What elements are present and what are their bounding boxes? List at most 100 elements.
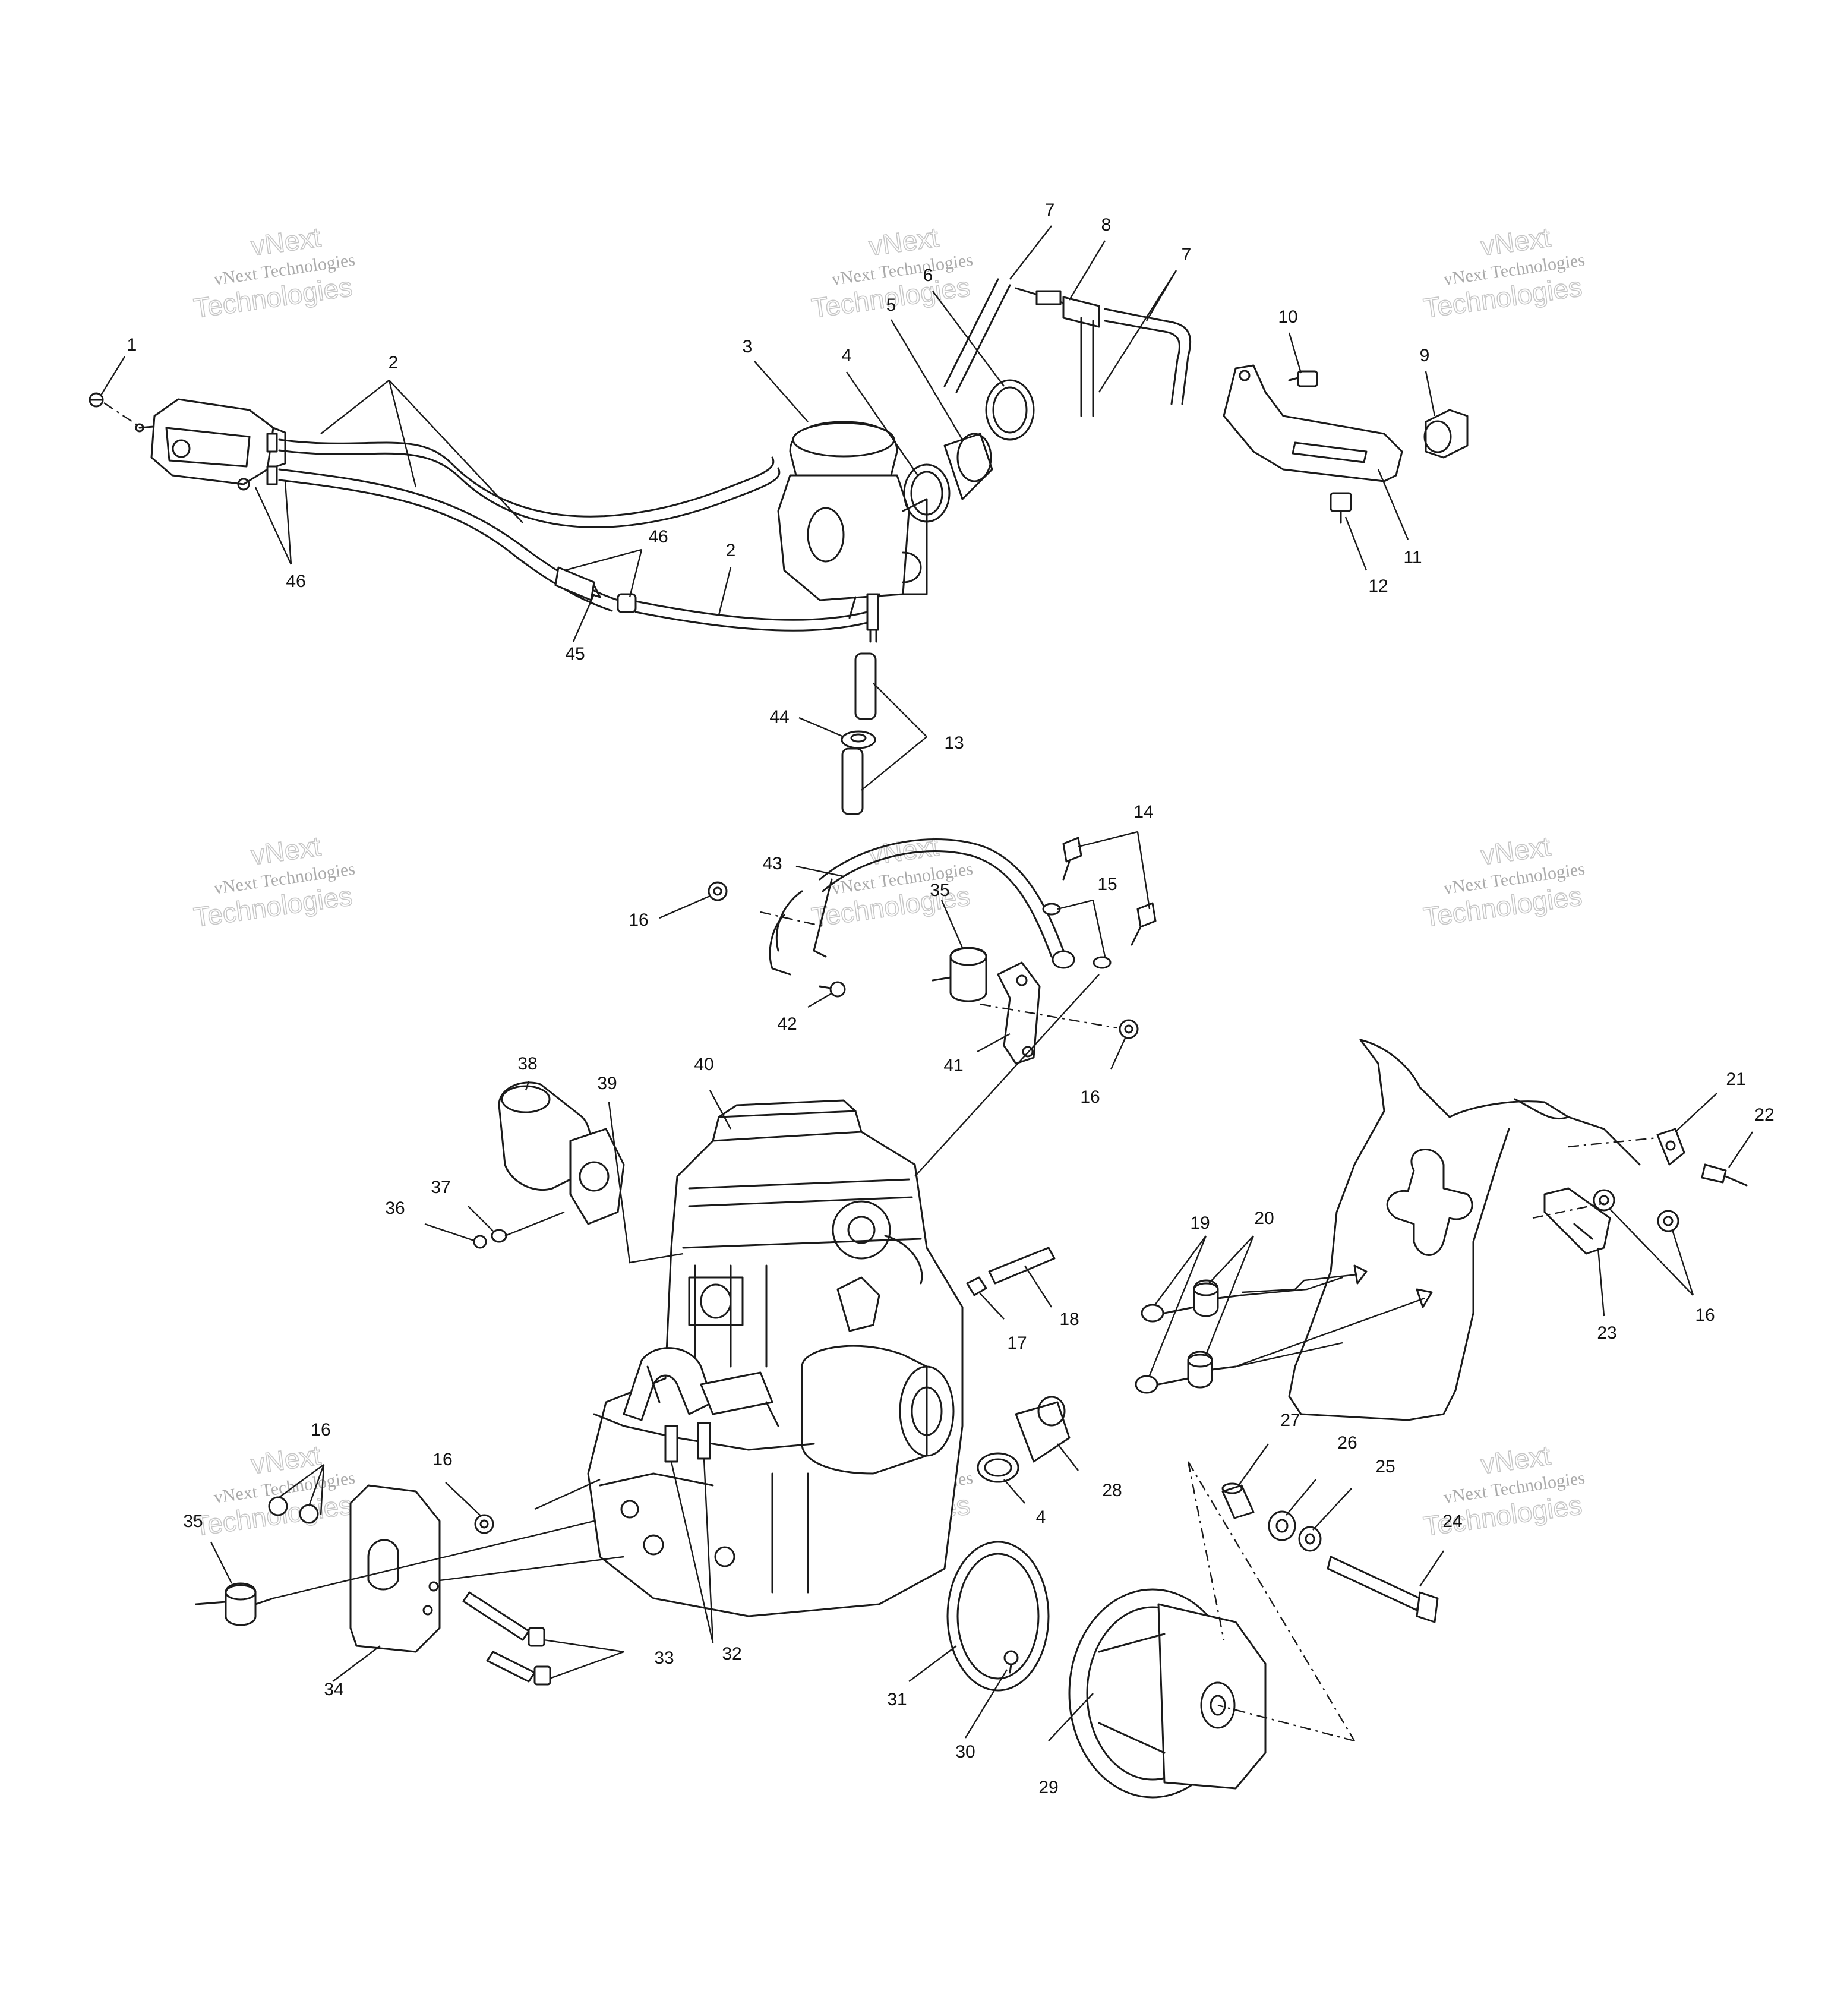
callout-6: 6 bbox=[923, 266, 933, 285]
boot-28 bbox=[1015, 1396, 1071, 1463]
bolts-33 bbox=[462, 1591, 551, 1686]
intake-clamp-4 bbox=[903, 463, 951, 523]
nut-1 bbox=[89, 392, 104, 408]
callout-44: 44 bbox=[769, 707, 789, 727]
callout-24: 24 bbox=[1442, 1512, 1462, 1531]
mounts-19-20 bbox=[1135, 1279, 1243, 1394]
fittings-14 bbox=[1062, 837, 1157, 946]
fuel-pump bbox=[135, 398, 286, 485]
pin-18 bbox=[988, 1247, 1056, 1285]
intake-boot-5 bbox=[943, 433, 993, 500]
callout-3: 3 bbox=[743, 337, 753, 356]
callout-25: 25 bbox=[1375, 1457, 1395, 1476]
bolt-24 bbox=[1327, 1556, 1439, 1623]
callout-21: 21 bbox=[1726, 1069, 1745, 1089]
callout-32: 32 bbox=[722, 1644, 741, 1664]
callout-20: 20 bbox=[1254, 1209, 1274, 1228]
callout-17: 17 bbox=[1007, 1333, 1027, 1353]
callout-45: 45 bbox=[565, 644, 585, 664]
clamp-4-lower bbox=[977, 1452, 1019, 1483]
callout-labels: 1 2 2 3 4 4 5 6 7 7 8 9 10 11 12 13 14 1… bbox=[127, 200, 1775, 1797]
callout-43: 43 bbox=[762, 854, 782, 873]
nut-16-d bbox=[1657, 1210, 1679, 1232]
axis-line-mount-left-2 bbox=[534, 1478, 601, 1510]
nut-17 bbox=[966, 1276, 987, 1296]
callout-16-d: 16 bbox=[432, 1450, 452, 1469]
gasket-39 bbox=[569, 1128, 625, 1225]
callout-37: 37 bbox=[431, 1178, 450, 1197]
clip-21 bbox=[1656, 1128, 1685, 1166]
callout-14: 14 bbox=[1133, 802, 1153, 822]
spark-plug-boots-32 bbox=[646, 1365, 779, 1463]
callout-2-top: 2 bbox=[389, 353, 399, 373]
callout-16-e: 16 bbox=[311, 1420, 330, 1440]
carburetor bbox=[777, 421, 928, 643]
callout-42: 42 bbox=[777, 1014, 797, 1034]
callout-19: 19 bbox=[1190, 1213, 1210, 1233]
grommet-44 bbox=[841, 730, 876, 749]
leader-lines bbox=[100, 225, 1753, 1741]
callout-10: 10 bbox=[1278, 307, 1297, 327]
callout-7-top: 7 bbox=[1045, 200, 1055, 220]
callout-9: 9 bbox=[1420, 346, 1430, 365]
axis-line-frame bbox=[1532, 1137, 1658, 1219]
arrow-line-upper bbox=[1241, 1273, 1358, 1293]
callout-39: 39 bbox=[597, 1074, 617, 1093]
spacer-27 bbox=[1221, 1482, 1255, 1519]
callout-30: 30 bbox=[955, 1742, 975, 1762]
callout-33: 33 bbox=[654, 1648, 674, 1668]
callout-31: 31 bbox=[887, 1690, 907, 1709]
bracket-11 bbox=[1223, 364, 1403, 482]
callout-13: 13 bbox=[944, 733, 964, 753]
callout-8: 8 bbox=[1101, 215, 1112, 235]
callout-35-lower: 35 bbox=[183, 1512, 203, 1531]
arrow-tip-lower bbox=[1416, 1288, 1433, 1308]
callout-4-lower: 4 bbox=[1036, 1507, 1046, 1527]
bushing-9 bbox=[1423, 409, 1469, 459]
axis-line-upper-cable bbox=[760, 911, 1117, 1029]
bracket-23 bbox=[1543, 1187, 1611, 1255]
callout-26: 26 bbox=[1337, 1433, 1357, 1453]
nuts-16-left bbox=[268, 1496, 494, 1534]
hose-13 bbox=[841, 652, 877, 815]
nut-16-a bbox=[708, 881, 728, 901]
callout-7-right: 7 bbox=[1182, 245, 1192, 264]
callout-28: 28 bbox=[1102, 1481, 1122, 1500]
bolt-12 bbox=[1330, 492, 1352, 524]
washer-25 bbox=[1298, 1526, 1322, 1552]
callout-40: 40 bbox=[694, 1055, 713, 1074]
callout-27: 27 bbox=[1280, 1411, 1300, 1430]
axis-line-mounts bbox=[1235, 1276, 1343, 1368]
frame-plate bbox=[1288, 1039, 1641, 1421]
callout-5: 5 bbox=[886, 295, 896, 315]
fuel-hoses bbox=[237, 433, 869, 632]
washers-15 bbox=[1042, 903, 1112, 969]
callout-15: 15 bbox=[1097, 875, 1117, 894]
callout-23: 23 bbox=[1597, 1323, 1616, 1343]
screw-42 bbox=[819, 981, 846, 998]
callout-34: 34 bbox=[324, 1680, 343, 1699]
callout-38: 38 bbox=[517, 1054, 537, 1074]
nut-16-c bbox=[1593, 1189, 1615, 1212]
callout-35-upper: 35 bbox=[930, 881, 949, 900]
coolant-elbow bbox=[623, 1347, 773, 1421]
crankcase-lower bbox=[593, 1413, 815, 1594]
intake-clamp-6 bbox=[985, 379, 1035, 441]
callout-2-lower: 2 bbox=[726, 541, 736, 560]
engine-cable-leader bbox=[914, 974, 1100, 1177]
callout-29: 29 bbox=[1038, 1778, 1058, 1797]
axis-line-1 bbox=[103, 402, 140, 427]
callout-36: 36 bbox=[385, 1198, 405, 1218]
drive-clutch-29 bbox=[1068, 1588, 1267, 1799]
axis-line-mount-left bbox=[273, 1520, 624, 1599]
